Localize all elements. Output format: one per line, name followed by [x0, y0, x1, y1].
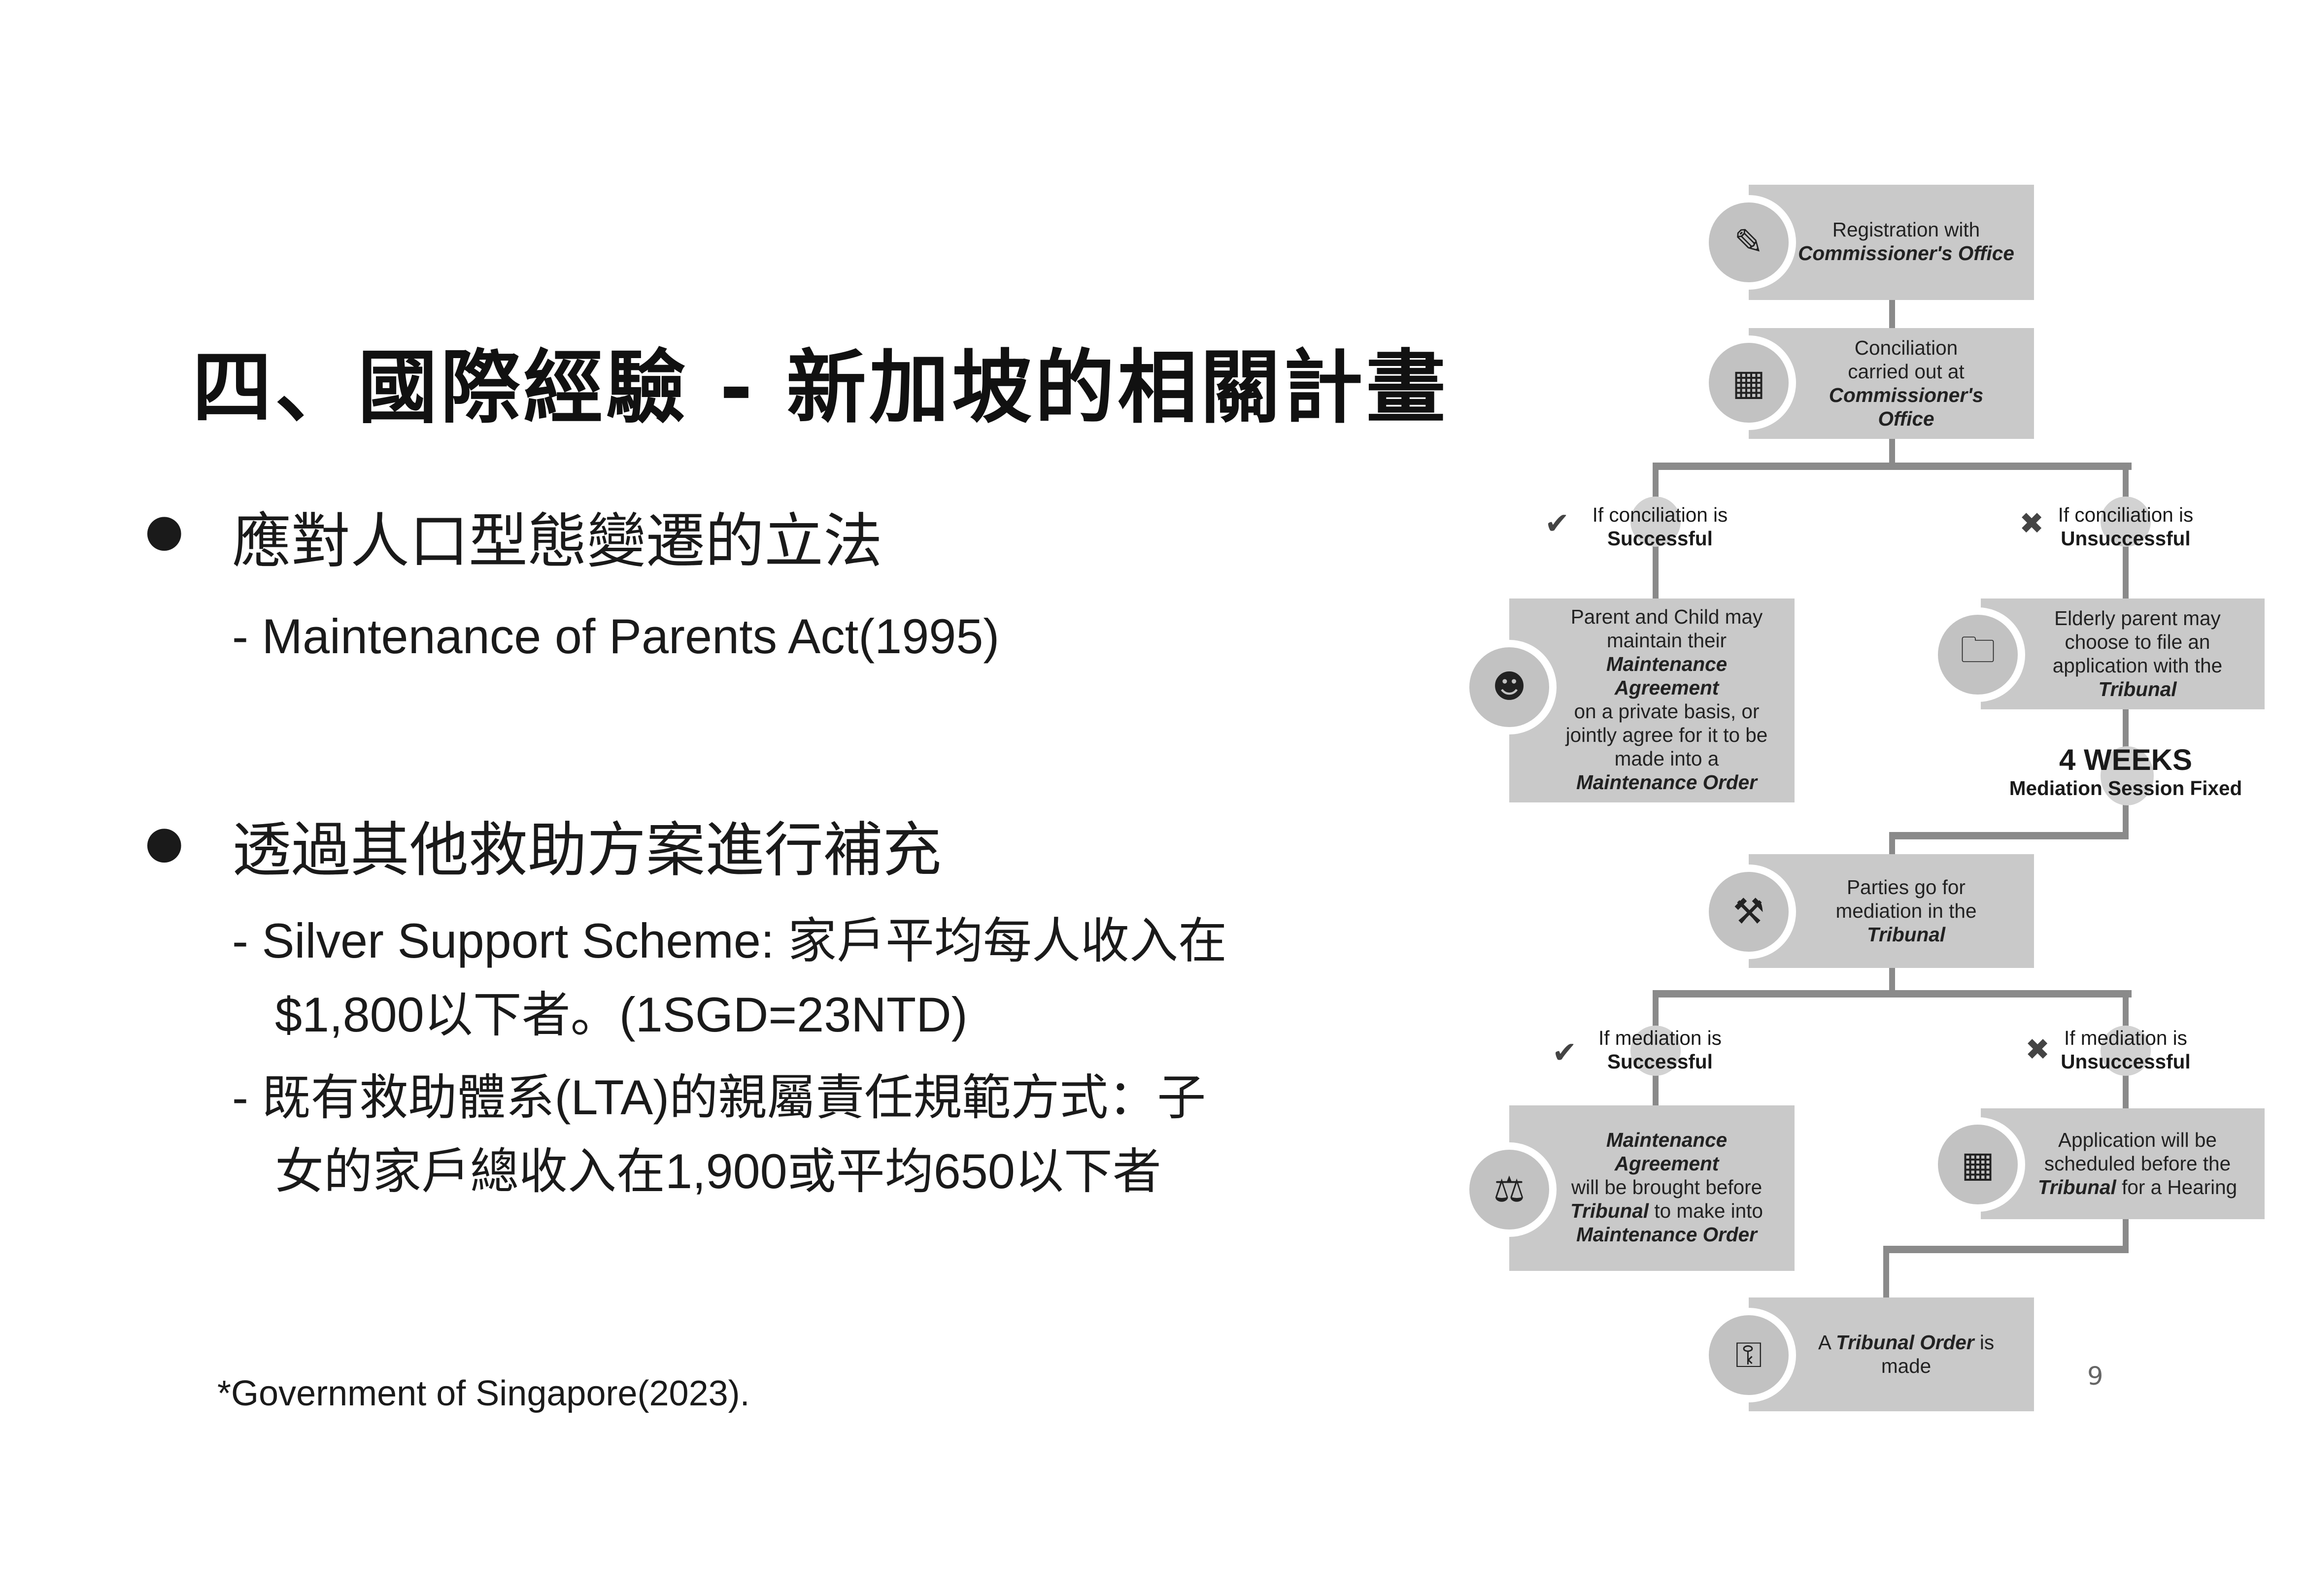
- step-mediation: Parties go for mediation in the Tribunal: [1749, 854, 2034, 968]
- people-icon: ☻: [1462, 640, 1557, 734]
- step-tribunal-order: A Tribunal Order is made: [1749, 1297, 2034, 1411]
- label-text: Unsuccessful: [2061, 1051, 2191, 1073]
- gavel-icon: ⚒: [1701, 864, 1796, 959]
- key-icon: ⚿: [1701, 1308, 1796, 1402]
- step-registration: Registration with Commissioner's Office: [1749, 185, 2034, 300]
- step-text: Tribunal Order: [1835, 1330, 1974, 1353]
- edit-icon: ✎: [1701, 195, 1796, 290]
- step-elderly-application: Elderly parent may choose to file an app…: [1981, 598, 2265, 709]
- step-text: Commissioner's Office: [1798, 242, 2014, 265]
- bullet-dot: ●: [145, 505, 184, 557]
- step-text: Tribunal: [2098, 677, 2177, 700]
- label-text: If conciliation is: [1592, 504, 1728, 526]
- step-text: will be brought before: [1571, 1176, 1763, 1198]
- bullet-2-sub: - Silver Support Scheme: 家戶平均每人收入在: [232, 913, 1227, 968]
- footnote: *Government of Singapore(2023).: [217, 1374, 750, 1414]
- step-text: is made: [1881, 1330, 1995, 1377]
- step-text: carried out at: [1848, 360, 1965, 382]
- weeks-label: 4 WEEKS Mediation Session Fixed: [1978, 745, 2273, 801]
- step-text: Application will be scheduled before the: [2044, 1128, 2231, 1174]
- check-icon: ✔: [1545, 505, 1570, 541]
- scales-icon: ⚖: [1462, 1142, 1557, 1237]
- step-text: Tribunal: [1570, 1200, 1649, 1222]
- bullet-1-sub: - Maintenance of Parents Act(1995): [232, 609, 1000, 664]
- bullet-2: 透過其他救助方案進行補充: [232, 817, 942, 885]
- step-brought-before-tribunal: Maintenance Agreement will be brought be…: [1509, 1105, 1795, 1271]
- step-text: on a private basis, or jointly agree for…: [1565, 700, 1768, 770]
- step-text: Conciliation: [1854, 336, 1958, 359]
- step-text: Commissioner's: [1829, 383, 1984, 406]
- step-text: Parent and Child may maintain their: [1570, 606, 1763, 652]
- label-text: If conciliation is: [2058, 504, 2194, 526]
- step-text: Maintenance Agreement: [1606, 653, 1728, 699]
- calendar-icon: ▦: [1931, 1117, 2025, 1212]
- page-title: 四、國際經驗 - 新加坡的相關計畫: [192, 341, 1449, 434]
- step-text: Maintenance Order: [1576, 771, 1757, 794]
- label-text: If mediation is: [2064, 1027, 2187, 1049]
- bullet-2-sub: $1,800以下者。(1SGD=23NTD): [275, 987, 968, 1042]
- label-text: If mediation is: [1598, 1027, 1722, 1049]
- step-text: Tribunal: [1866, 923, 1945, 945]
- step-text: Registration with: [1832, 219, 1980, 241]
- bullet-2-sub: - 既有救助體系(LTA)的親屬責任規範方式：子: [232, 1070, 1206, 1125]
- label-text: Successful: [1607, 1051, 1713, 1073]
- step-text: Office: [1878, 407, 1934, 430]
- step-text: to make into: [1654, 1200, 1763, 1222]
- bullet-1: 應對人口型態變遷的立法: [232, 508, 882, 576]
- bullet-2-sub: 女的家戶總收入在1,900或平均650以下者: [275, 1144, 1161, 1198]
- step-conciliation: Conciliation carried out at Commissioner…: [1749, 328, 2034, 439]
- weeks-big: 4 WEEKS: [2059, 745, 2193, 777]
- page-number: 9: [2087, 1363, 2103, 1392]
- folder-icon: 🗀: [1931, 607, 2025, 702]
- step-text: Parties go for mediation in the: [1835, 875, 1977, 922]
- step-text: A: [1818, 1330, 1831, 1353]
- step-text: Maintenance Agreement: [1606, 1129, 1728, 1175]
- building-icon: ▦: [1701, 335, 1796, 430]
- step-text: Maintenance Order: [1576, 1224, 1757, 1246]
- step-scheduled-hearing: Application will be scheduled before the…: [1981, 1108, 2265, 1219]
- step-text: Elderly parent may choose to file an app…: [2052, 606, 2223, 676]
- check-icon: ✔: [1552, 1034, 1577, 1070]
- step-text: Tribunal: [2037, 1175, 2116, 1198]
- bullet-dot: ●: [145, 817, 184, 869]
- label-text: Successful: [1607, 528, 1713, 550]
- cross-icon: ✖: [2019, 505, 2044, 541]
- step-text: for a Hearing: [2122, 1175, 2238, 1198]
- step-agreement: Parent and Child may maintain their Main…: [1509, 598, 1795, 802]
- label-text: Unsuccessful: [2061, 528, 2191, 550]
- weeks-small: Mediation Session Fixed: [2009, 777, 2242, 799]
- cross-icon: ✖: [2025, 1031, 2050, 1067]
